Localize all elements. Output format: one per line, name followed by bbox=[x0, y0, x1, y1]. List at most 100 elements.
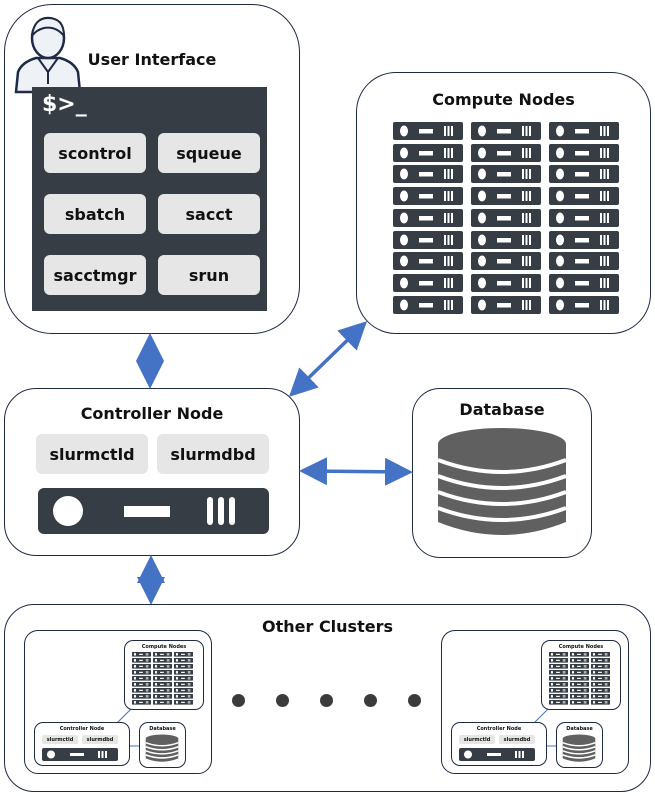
server-unit-icon bbox=[471, 274, 541, 293]
server-unit-icon bbox=[153, 687, 172, 693]
server-unit-icon bbox=[471, 187, 541, 206]
command-srun[interactable]: srun bbox=[158, 255, 260, 295]
server-unit-icon bbox=[132, 663, 151, 669]
server-unit-icon bbox=[549, 693, 568, 699]
server-unit-icon bbox=[153, 652, 172, 657]
command-squeue[interactable]: squeue bbox=[158, 133, 260, 173]
server-unit-icon bbox=[549, 165, 619, 184]
server-unit-icon bbox=[174, 681, 193, 687]
server-unit-icon bbox=[471, 295, 541, 314]
server-unit-icon bbox=[153, 657, 172, 663]
server-unit-icon bbox=[591, 669, 610, 675]
server-unit-icon bbox=[132, 657, 151, 663]
server-unit-icon bbox=[153, 681, 172, 687]
server-unit-icon bbox=[549, 681, 568, 687]
mini-database-title: Database bbox=[149, 726, 176, 732]
mini-controller-title: Controller Node bbox=[476, 726, 522, 732]
mini-daemon-slurmctld: slurmctld bbox=[42, 735, 78, 744]
mini-compute-title: Compute Nodes bbox=[558, 644, 604, 650]
server-unit-icon bbox=[393, 274, 463, 293]
server-unit-icon bbox=[549, 230, 619, 249]
server-unit-icon bbox=[153, 669, 172, 675]
server-unit-icon bbox=[570, 693, 589, 699]
server-unit-icon bbox=[591, 687, 610, 693]
server-unit-icon bbox=[570, 687, 589, 693]
server-unit-icon bbox=[174, 693, 193, 699]
server-unit-icon bbox=[471, 143, 541, 162]
command-sacct[interactable]: sacct bbox=[158, 194, 260, 234]
server-unit-icon bbox=[549, 208, 619, 227]
server-unit-icon bbox=[153, 699, 172, 705]
server-unit-icon bbox=[570, 657, 589, 663]
command-sacctmgr[interactable]: sacctmgr bbox=[44, 255, 146, 295]
mini-database-icon bbox=[145, 734, 179, 762]
daemon-slurmctld[interactable]: slurmctld bbox=[36, 434, 148, 474]
server-unit-icon bbox=[591, 663, 610, 669]
server-unit-icon bbox=[471, 230, 541, 249]
server-unit-icon bbox=[591, 681, 610, 687]
server-unit-icon bbox=[570, 675, 589, 681]
server-unit-icon bbox=[570, 699, 589, 705]
database-icon bbox=[437, 428, 567, 535]
server-unit-icon bbox=[174, 675, 193, 681]
server-unit-icon bbox=[549, 143, 619, 162]
mini-cluster-right: Compute Nodes Controller Node slurmctld … bbox=[441, 630, 629, 774]
server-unit-icon bbox=[471, 252, 541, 271]
server-unit-icon bbox=[471, 165, 541, 184]
server-unit-icon bbox=[570, 669, 589, 675]
server-unit-icon bbox=[153, 675, 172, 681]
server-unit-icon bbox=[549, 669, 568, 675]
database-title: Database bbox=[459, 400, 545, 419]
server-unit-icon bbox=[174, 652, 193, 657]
mini-daemon-slurmctld: slurmctld bbox=[459, 735, 495, 744]
ellipsis-dot bbox=[320, 694, 333, 707]
terminal-prompt: $>_ bbox=[42, 92, 87, 117]
other-clusters-title: Other Clusters bbox=[261, 617, 393, 636]
server-unit-icon bbox=[549, 652, 568, 657]
ellipsis-dot bbox=[232, 694, 245, 707]
compute-nodes-title: Compute Nodes bbox=[432, 90, 575, 109]
server-unit-icon bbox=[393, 295, 463, 314]
server-unit-icon bbox=[153, 663, 172, 669]
server-unit-icon bbox=[570, 663, 589, 669]
server-unit-icon bbox=[132, 675, 151, 681]
server-unit-icon bbox=[591, 693, 610, 699]
server-unit-icon bbox=[549, 675, 568, 681]
mini-database-title: Database bbox=[566, 726, 593, 732]
server-unit-icon bbox=[471, 208, 541, 227]
command-scontrol[interactable]: scontrol bbox=[44, 133, 146, 173]
server-unit-icon bbox=[132, 699, 151, 705]
server-unit-icon bbox=[591, 675, 610, 681]
server-unit-icon bbox=[591, 699, 610, 705]
mini-daemon-slurmdbd: slurmdbd bbox=[499, 735, 535, 744]
compute-rack bbox=[393, 122, 619, 314]
mini-compute-title: Compute Nodes bbox=[141, 644, 187, 650]
server-unit-icon bbox=[549, 295, 619, 314]
server-unit-icon bbox=[393, 165, 463, 184]
daemon-slurmdbd[interactable]: slurmdbd bbox=[157, 434, 269, 474]
ellipsis-dot bbox=[276, 694, 289, 707]
mini-compute-rack bbox=[549, 652, 610, 705]
server-unit-icon bbox=[132, 693, 151, 699]
command-sbatch[interactable]: sbatch bbox=[44, 194, 146, 234]
server-unit-icon bbox=[591, 657, 610, 663]
mini-compute-rack bbox=[132, 652, 193, 705]
server-unit-icon bbox=[591, 652, 610, 657]
server-unit-icon bbox=[174, 663, 193, 669]
controller-node-title: Controller Node bbox=[80, 404, 224, 423]
mini-database-icon bbox=[562, 734, 596, 762]
mini-daemon-slurmdbd: slurmdbd bbox=[82, 735, 118, 744]
server-unit-icon bbox=[132, 669, 151, 675]
mini-cluster-left: Compute Nodes Controller Node slurmctld … bbox=[24, 630, 212, 774]
controller-server-icon bbox=[38, 488, 269, 534]
server-unit-icon bbox=[393, 143, 463, 162]
server-unit-icon bbox=[549, 252, 619, 271]
server-unit-icon bbox=[549, 687, 568, 693]
server-unit-icon bbox=[174, 699, 193, 705]
user-interface-title: User Interface bbox=[87, 50, 217, 69]
server-unit-icon bbox=[549, 122, 619, 140]
server-unit-icon bbox=[471, 122, 541, 140]
mini-server-icon bbox=[459, 748, 535, 761]
server-unit-icon bbox=[570, 652, 589, 657]
